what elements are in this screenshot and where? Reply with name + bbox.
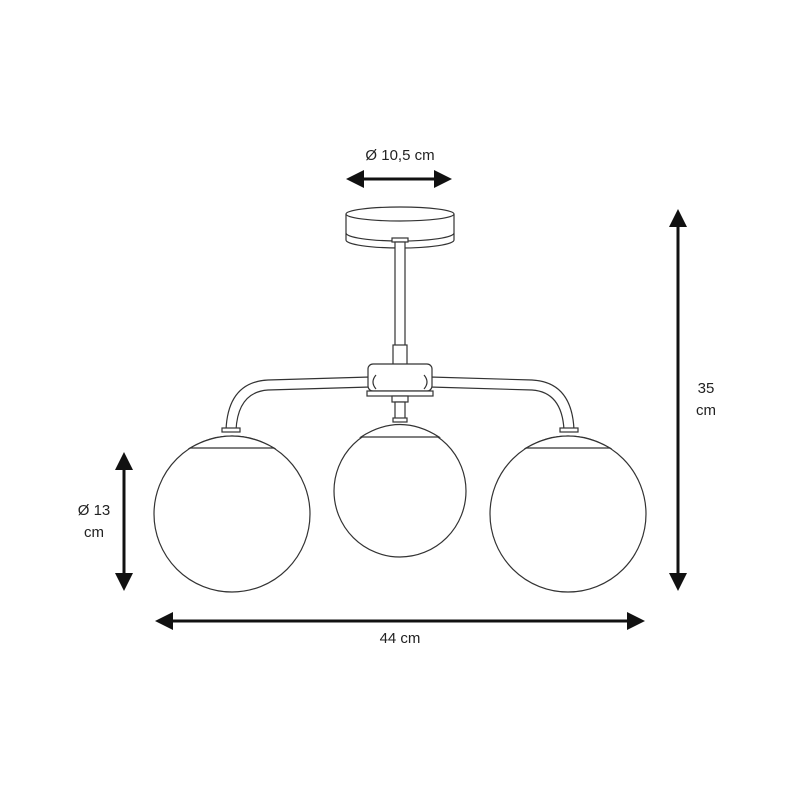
stem — [391, 237, 409, 366]
height-unit: cm — [696, 402, 716, 419]
globe-diameter-label: Ø 13 cm — [64, 500, 124, 544]
ceiling-canopy — [345, 206, 455, 249]
globe-diameter-value: Ø 13 — [77, 502, 111, 519]
height-value: 35 — [697, 380, 715, 397]
hub — [366, 363, 434, 421]
globe-diameter-unit: cm — [84, 524, 104, 541]
height-label: 35 cm — [686, 378, 726, 422]
globe-right — [489, 427, 647, 593]
right-arm — [429, 376, 575, 431]
width-label: 44 cm — [379, 630, 421, 647]
globe-center — [333, 417, 467, 558]
left-arm — [225, 376, 371, 431]
globe-left — [153, 427, 311, 593]
canopy-diameter-label: Ø 10,5 cm — [365, 147, 435, 164]
